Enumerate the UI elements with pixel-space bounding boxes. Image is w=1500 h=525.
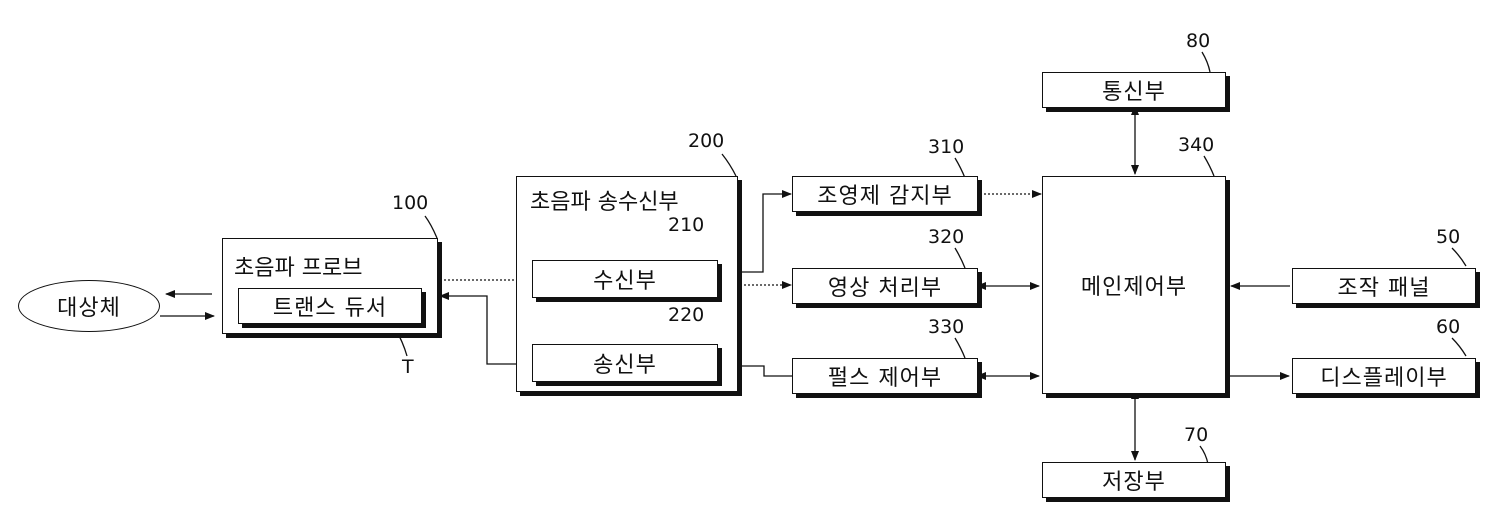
- transducer-label: 트랜스 듀서: [273, 290, 387, 322]
- transmitter-label: 송신부: [593, 347, 657, 379]
- leader-340: [1204, 156, 1214, 176]
- control-panel-box: 조작 패널: [1292, 268, 1476, 304]
- leader-80: [1202, 52, 1210, 72]
- receiver-ref: 210: [668, 214, 704, 236]
- display-box: 디스플레이부: [1292, 358, 1476, 394]
- probe-ref: 100: [392, 192, 428, 214]
- main-controller-ref: 340: [1178, 134, 1214, 156]
- pulse-controller-box: 펄스 제어부: [792, 358, 978, 394]
- storage-box: 저장부: [1042, 462, 1226, 498]
- image-processor-label: 영상 처리부: [828, 270, 942, 302]
- leader-330: [955, 338, 965, 358]
- communication-ref: 80: [1186, 30, 1210, 52]
- contrast-detector-box: 조영제 감지부: [792, 176, 978, 212]
- communication-box: 통신부: [1042, 72, 1226, 108]
- transceiver-ref: 200: [688, 130, 724, 152]
- object-label: 대상체: [57, 290, 121, 322]
- pulse-controller-label: 펄스 제어부: [828, 360, 942, 392]
- leader-50: [1452, 248, 1466, 266]
- storage-label: 저장부: [1102, 464, 1166, 496]
- display-ref: 60: [1436, 316, 1460, 338]
- display-label: 디스플레이부: [1320, 360, 1447, 392]
- control-panel-ref: 50: [1436, 226, 1460, 248]
- transceiver-title: 초음파 송수신부: [530, 184, 679, 216]
- object-node: 대상체: [18, 280, 160, 332]
- image-processor-ref: 320: [928, 226, 964, 248]
- storage-ref: 70: [1184, 424, 1208, 446]
- transmitter-box: 송신부: [532, 344, 718, 382]
- leader-60: [1452, 338, 1466, 356]
- main-controller-box: 메인제어부: [1042, 176, 1226, 394]
- transducer-ref: T: [402, 356, 414, 378]
- transducer-box: 트랜스 듀서: [238, 288, 422, 324]
- leader-200: [722, 154, 736, 176]
- leader-310: [955, 158, 965, 178]
- receiver-label: 수신부: [593, 263, 657, 295]
- contrast-detector-ref: 310: [928, 136, 964, 158]
- image-processor-box: 영상 처리부: [792, 268, 978, 304]
- control-panel-label: 조작 패널: [1338, 270, 1431, 302]
- leader-100: [425, 216, 437, 238]
- leader-320: [955, 248, 965, 268]
- receiver-box: 수신부: [532, 260, 718, 298]
- pulse-controller-ref: 330: [928, 316, 964, 338]
- transmitter-ref: 220: [668, 304, 704, 326]
- contrast-detector-label: 조영제 감지부: [817, 178, 952, 210]
- communication-label: 통신부: [1102, 74, 1166, 106]
- main-controller-label: 메인제어부: [1081, 269, 1187, 301]
- probe-title: 초음파 프로브: [234, 250, 362, 282]
